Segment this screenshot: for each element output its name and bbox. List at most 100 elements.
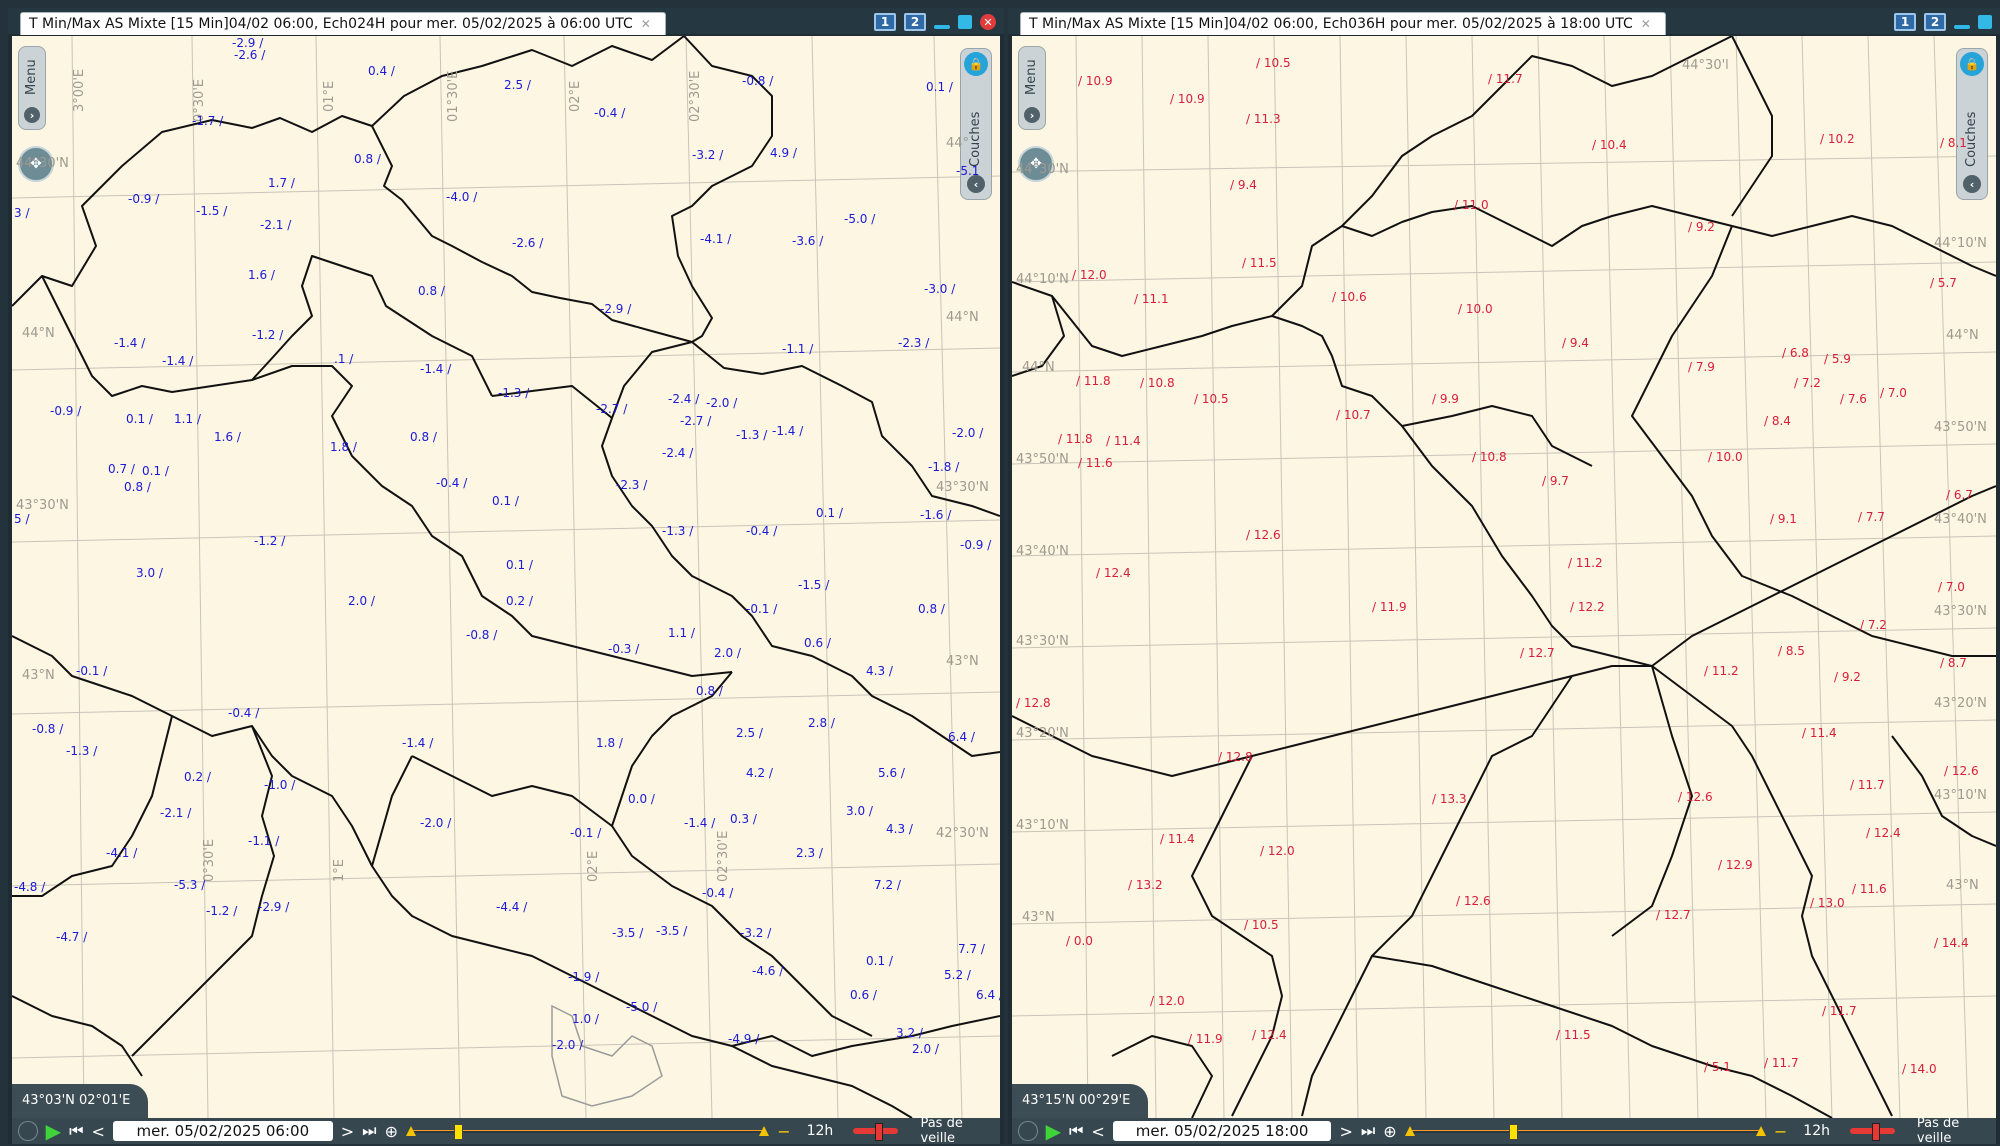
date-field[interactable]: mer. 05/02/2025 18:00	[1112, 1121, 1332, 1141]
minimize-button[interactable]	[1954, 25, 1970, 29]
map-panel-right: T Min/Max AS Mixte [15 Min]04/02 06:00, …	[1008, 8, 2000, 1146]
temperature-value: -0.4 /	[746, 524, 778, 538]
previous-icon[interactable]: <	[91, 1121, 105, 1141]
temperature-value: -1.3 /	[736, 428, 768, 442]
temperature-value: / 9.2	[1688, 220, 1715, 234]
grid-label: 02°30'E	[716, 830, 731, 882]
temperature-value: -1.4 /	[162, 354, 194, 368]
last-frame-icon[interactable]: ⏭	[362, 1121, 377, 1140]
minus-icon[interactable]: −	[1773, 1121, 1788, 1141]
temperature-value: / 10.9	[1078, 74, 1113, 88]
maximize-button[interactable]	[958, 15, 972, 29]
speed-slider[interactable]	[853, 1120, 899, 1142]
menu-button[interactable]: Menu ›	[18, 46, 46, 130]
layers-button[interactable]: 🔒 Couches ‹	[1956, 48, 1988, 200]
first-frame-icon[interactable]: ⏮	[1068, 1121, 1084, 1140]
temperature-value: 0.2 /	[506, 594, 533, 608]
menu-button[interactable]: Menu ›	[1018, 46, 1046, 130]
last-frame-icon[interactable]: ⏭	[1360, 1121, 1376, 1140]
compass-icon[interactable]: ✥	[18, 146, 54, 182]
temperature-value: / 7.9	[1688, 360, 1715, 374]
grid-label: 43°50'N	[1016, 452, 1069, 467]
temperature-value: -1.2 /	[252, 328, 284, 342]
tab-close-icon[interactable]: ✕	[640, 17, 651, 31]
temperature-value: 0.2 /	[184, 770, 211, 784]
grid-label: 44°30'N	[16, 156, 69, 171]
speed-slider[interactable]	[1849, 1120, 1895, 1142]
slider-thumb[interactable]	[1508, 1124, 1518, 1140]
maximize-button[interactable]	[1978, 15, 1992, 29]
grid-label: 02°30'E	[688, 70, 703, 122]
grid-label: 02°E	[586, 850, 601, 882]
tab-title: T Min/Max AS Mixte [15 Min]04/02 06:00, …	[1029, 16, 1633, 32]
map-tab[interactable]: T Min/Max AS Mixte [15 Min]04/02 06:00, …	[20, 12, 666, 35]
temperature-value: -1.2 /	[206, 904, 238, 918]
screen-1-button[interactable]: 1	[1894, 13, 1916, 31]
temperature-value: -1.4 /	[772, 424, 804, 438]
temperature-value: / 9.1	[1770, 512, 1797, 526]
screen-2-button[interactable]: 2	[1924, 13, 1946, 31]
temperature-value: -1.5 /	[196, 204, 228, 218]
grid-label: 44°10'N	[1016, 272, 1069, 287]
compass-icon[interactable]: ✥	[1018, 146, 1054, 182]
minimize-button[interactable]	[934, 25, 950, 29]
time-slider[interactable]	[1404, 1120, 1766, 1142]
temperature-value: / 11.2	[1704, 664, 1739, 678]
previous-icon[interactable]: <	[1091, 1121, 1105, 1141]
temperature-value: -0.3 /	[608, 642, 640, 656]
temperature-value: .1 /	[334, 352, 354, 366]
speed-knob[interactable]	[1871, 1123, 1880, 1141]
speed-knob[interactable]	[875, 1123, 884, 1141]
grid-label: 43°30'N	[16, 498, 69, 513]
temperature-value: -3.2 /	[740, 926, 772, 940]
title-bar: T Min/Max AS Mixte [15 Min]04/02 06:00, …	[8, 8, 1004, 35]
temperature-value: / 12.7	[1656, 908, 1691, 922]
temperature-value: / 12.0	[1150, 994, 1185, 1008]
grid-label: 3°00'E	[72, 68, 87, 112]
grid-label: 43°10'N	[1934, 788, 1987, 803]
temperature-value: 0.8 /	[418, 284, 445, 298]
temperature-value: -0.8 /	[466, 628, 498, 642]
first-frame-icon[interactable]: ⏮	[69, 1121, 84, 1140]
temperature-value: / 6.7	[1946, 488, 1973, 502]
temperature-value: -2.9 /	[600, 302, 632, 316]
temperature-value: -1.8 /	[928, 460, 960, 474]
graticule	[1012, 36, 1996, 1118]
temperature-value: -2.0 /	[706, 396, 738, 410]
play-icon[interactable]: ▶	[1045, 1119, 1061, 1143]
minus-icon[interactable]: −	[777, 1121, 791, 1141]
loop-icon[interactable]	[18, 1121, 38, 1141]
grid-label: 43°N	[1946, 878, 1979, 893]
temperature-value: -3.0 /	[924, 282, 956, 296]
temperature-value: / 11.0	[1454, 198, 1489, 212]
date-field[interactable]: mer. 05/02/2025 06:00	[112, 1121, 333, 1141]
lock-icon[interactable]: 🔒	[1960, 52, 1984, 76]
close-button[interactable]: ✕	[980, 14, 996, 30]
time-slider[interactable]	[405, 1120, 770, 1142]
zoom-icon[interactable]: ⊕	[384, 1121, 398, 1141]
next-icon[interactable]: >	[1339, 1121, 1353, 1141]
tab-close-icon[interactable]: ✕	[1640, 17, 1651, 31]
layers-button[interactable]: 🔒 Couches ‹	[960, 48, 992, 200]
screen-1-button[interactable]: 1	[874, 13, 896, 31]
map-tab[interactable]: T Min/Max AS Mixte [15 Min]04/02 06:00, …	[1020, 12, 1666, 35]
temperature-value: 4.2 /	[746, 766, 773, 780]
slider-thumb[interactable]	[453, 1124, 463, 1140]
temperature-value: 0.1 /	[506, 558, 533, 572]
temperature-value: 0.1 /	[492, 494, 519, 508]
map-canvas	[1012, 36, 1996, 1118]
loop-icon[interactable]	[1018, 1121, 1038, 1141]
grid-label: 43°N	[946, 654, 979, 669]
temperature-value: -1.3 /	[498, 386, 530, 400]
temperature-value: 0.8 /	[410, 430, 437, 444]
next-icon[interactable]: >	[340, 1121, 355, 1141]
screen-2-button[interactable]: 2	[904, 13, 926, 31]
temperature-value: -1.1 /	[248, 834, 280, 848]
temperature-value: / 11.7	[1822, 1004, 1857, 1018]
zoom-icon[interactable]: ⊕	[1383, 1121, 1397, 1141]
lock-icon[interactable]: 🔒	[964, 52, 988, 76]
temperature-value: / 13.2	[1128, 878, 1163, 892]
play-icon[interactable]: ▶	[45, 1119, 62, 1143]
